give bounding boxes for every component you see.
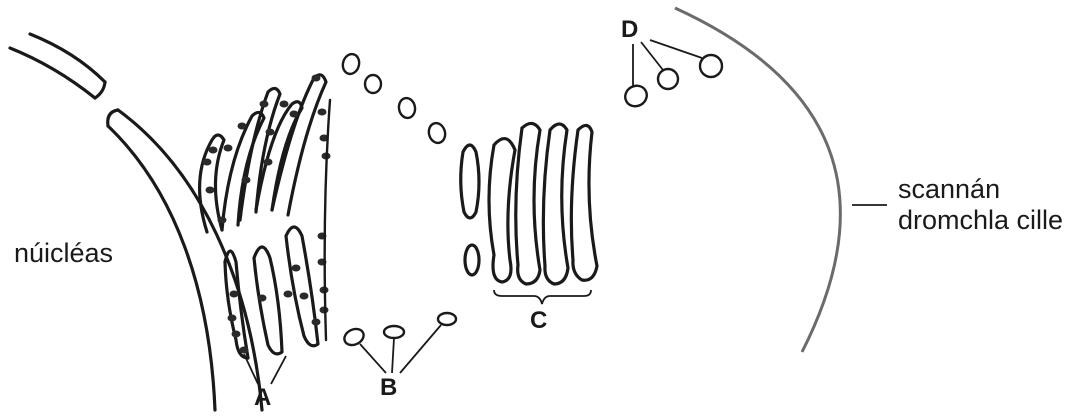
label-membrane-line1: scannán [898,174,1000,205]
leader-d [633,40,702,86]
b-vesicles [342,313,456,348]
label-a: A [254,384,271,412]
leader-a [244,354,286,384]
rough-er [200,75,331,359]
leader-c [494,290,591,304]
secretory-vesicles [621,55,722,110]
cell-surface-membrane [675,8,840,352]
label-leader-lines [244,40,887,384]
label-b: B [380,374,397,402]
leader-b [360,325,441,373]
golgi-apparatus [461,123,597,284]
label-d: D [621,16,638,44]
label-membrane-line2: dromchla cille [898,205,1063,236]
rough-er-upper-cisternae [200,75,326,232]
label-c: C [530,307,547,335]
rough-er-lower-cisternae [225,227,318,358]
transport-vesicles [341,52,448,144]
label-nucleus: núicléas [14,238,113,269]
